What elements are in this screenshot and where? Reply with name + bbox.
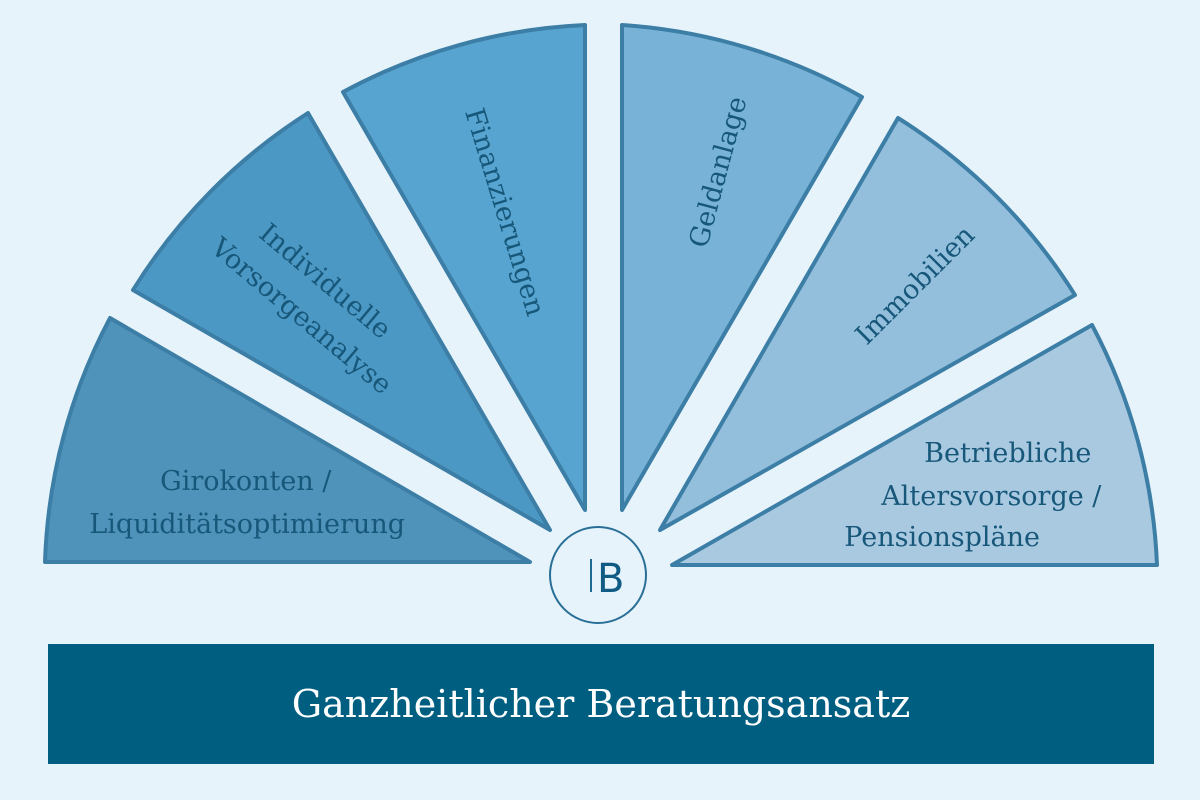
segment-immobilien[interactable]: Immobilien — [658, 116, 1077, 532]
segment-wedge[interactable] — [43, 316, 532, 564]
segment-label: Betriebliche Altersvorsorge / Pensionspl… — [844, 438, 1110, 553]
center-logo: B — [549, 526, 647, 624]
logo-circle — [549, 526, 647, 624]
segment-wedge[interactable] — [620, 23, 864, 512]
segment-wedge[interactable] — [341, 23, 587, 512]
segment-geldanlage[interactable]: Geldanlage — [620, 23, 864, 512]
logo-letter: B — [597, 556, 624, 602]
segment-betriebliche-altersvorsorge[interactable]: Betriebliche Altersvorsorge / Pensionspl… — [670, 323, 1159, 567]
segment-wedge[interactable] — [131, 111, 552, 532]
segment-finanzierungen[interactable]: Finanzierungen — [341, 23, 587, 512]
segment-girokonten[interactable]: Girokonten / Liquiditätsoptimierung — [43, 316, 532, 564]
segment-wedge[interactable] — [670, 323, 1159, 567]
segment-label: Girokonten / Liquiditätsoptimierung — [89, 466, 405, 540]
banner-title: Ganzheitlicher Beratungsansatz — [291, 682, 911, 726]
segment-wedge[interactable] — [658, 116, 1077, 532]
segment-vorsorgeanalyse[interactable]: Individuelle Vorsorgeanalyse — [131, 111, 552, 532]
title-banner: Ganzheitlicher Beratungsansatz — [48, 644, 1154, 764]
